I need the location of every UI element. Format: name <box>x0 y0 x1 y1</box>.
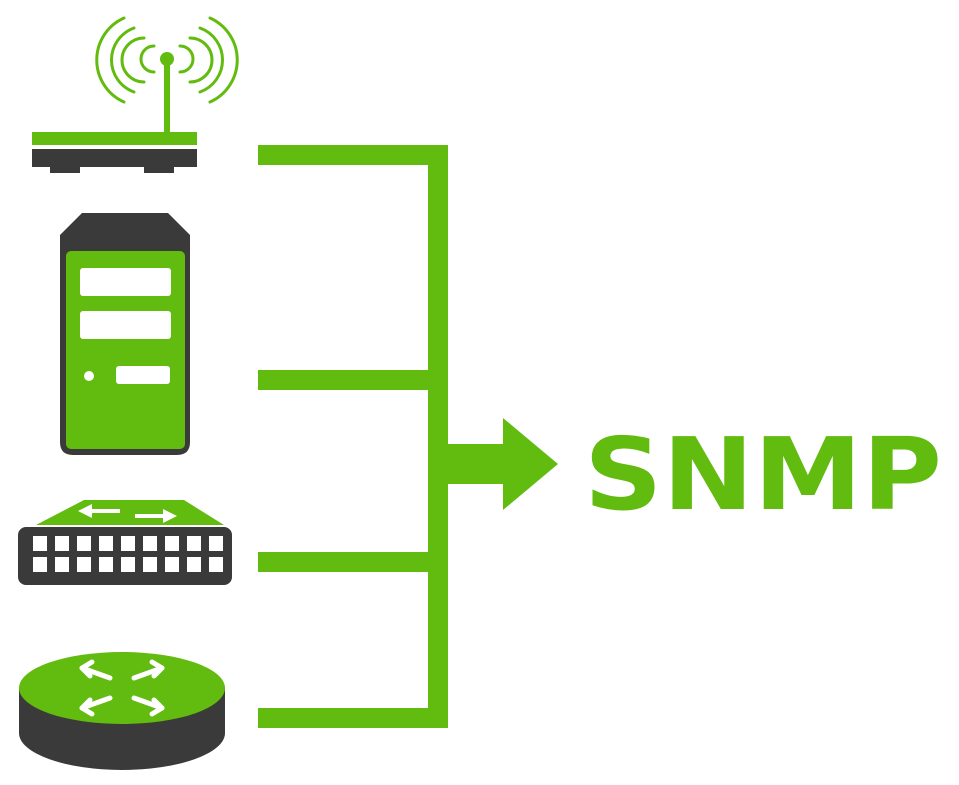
switch-port <box>99 536 113 551</box>
switch-port <box>187 536 201 551</box>
switch-port <box>143 536 157 551</box>
router-icon <box>19 652 225 770</box>
switch-port <box>209 536 223 551</box>
switch-port <box>187 557 201 572</box>
switch-port <box>55 536 69 551</box>
switch-port <box>209 557 223 572</box>
switch-port <box>165 536 179 551</box>
arrow-right-icon <box>448 418 558 510</box>
switch-port <box>165 557 179 572</box>
switch-ports <box>33 536 223 572</box>
connector-lines <box>258 145 448 728</box>
switch-port <box>55 557 69 572</box>
switch-port <box>121 557 135 572</box>
server-tower-icon <box>60 213 190 455</box>
wifi-access-point-icon <box>32 16 239 173</box>
switch-port <box>33 536 47 551</box>
switch-port <box>77 536 91 551</box>
snmp-label: SNMP <box>584 416 942 533</box>
switch-port <box>33 557 47 572</box>
switch-port <box>77 557 91 572</box>
switch-port <box>121 536 135 551</box>
network-switch-icon <box>18 500 232 585</box>
switch-port <box>143 557 157 572</box>
switch-port <box>99 557 113 572</box>
